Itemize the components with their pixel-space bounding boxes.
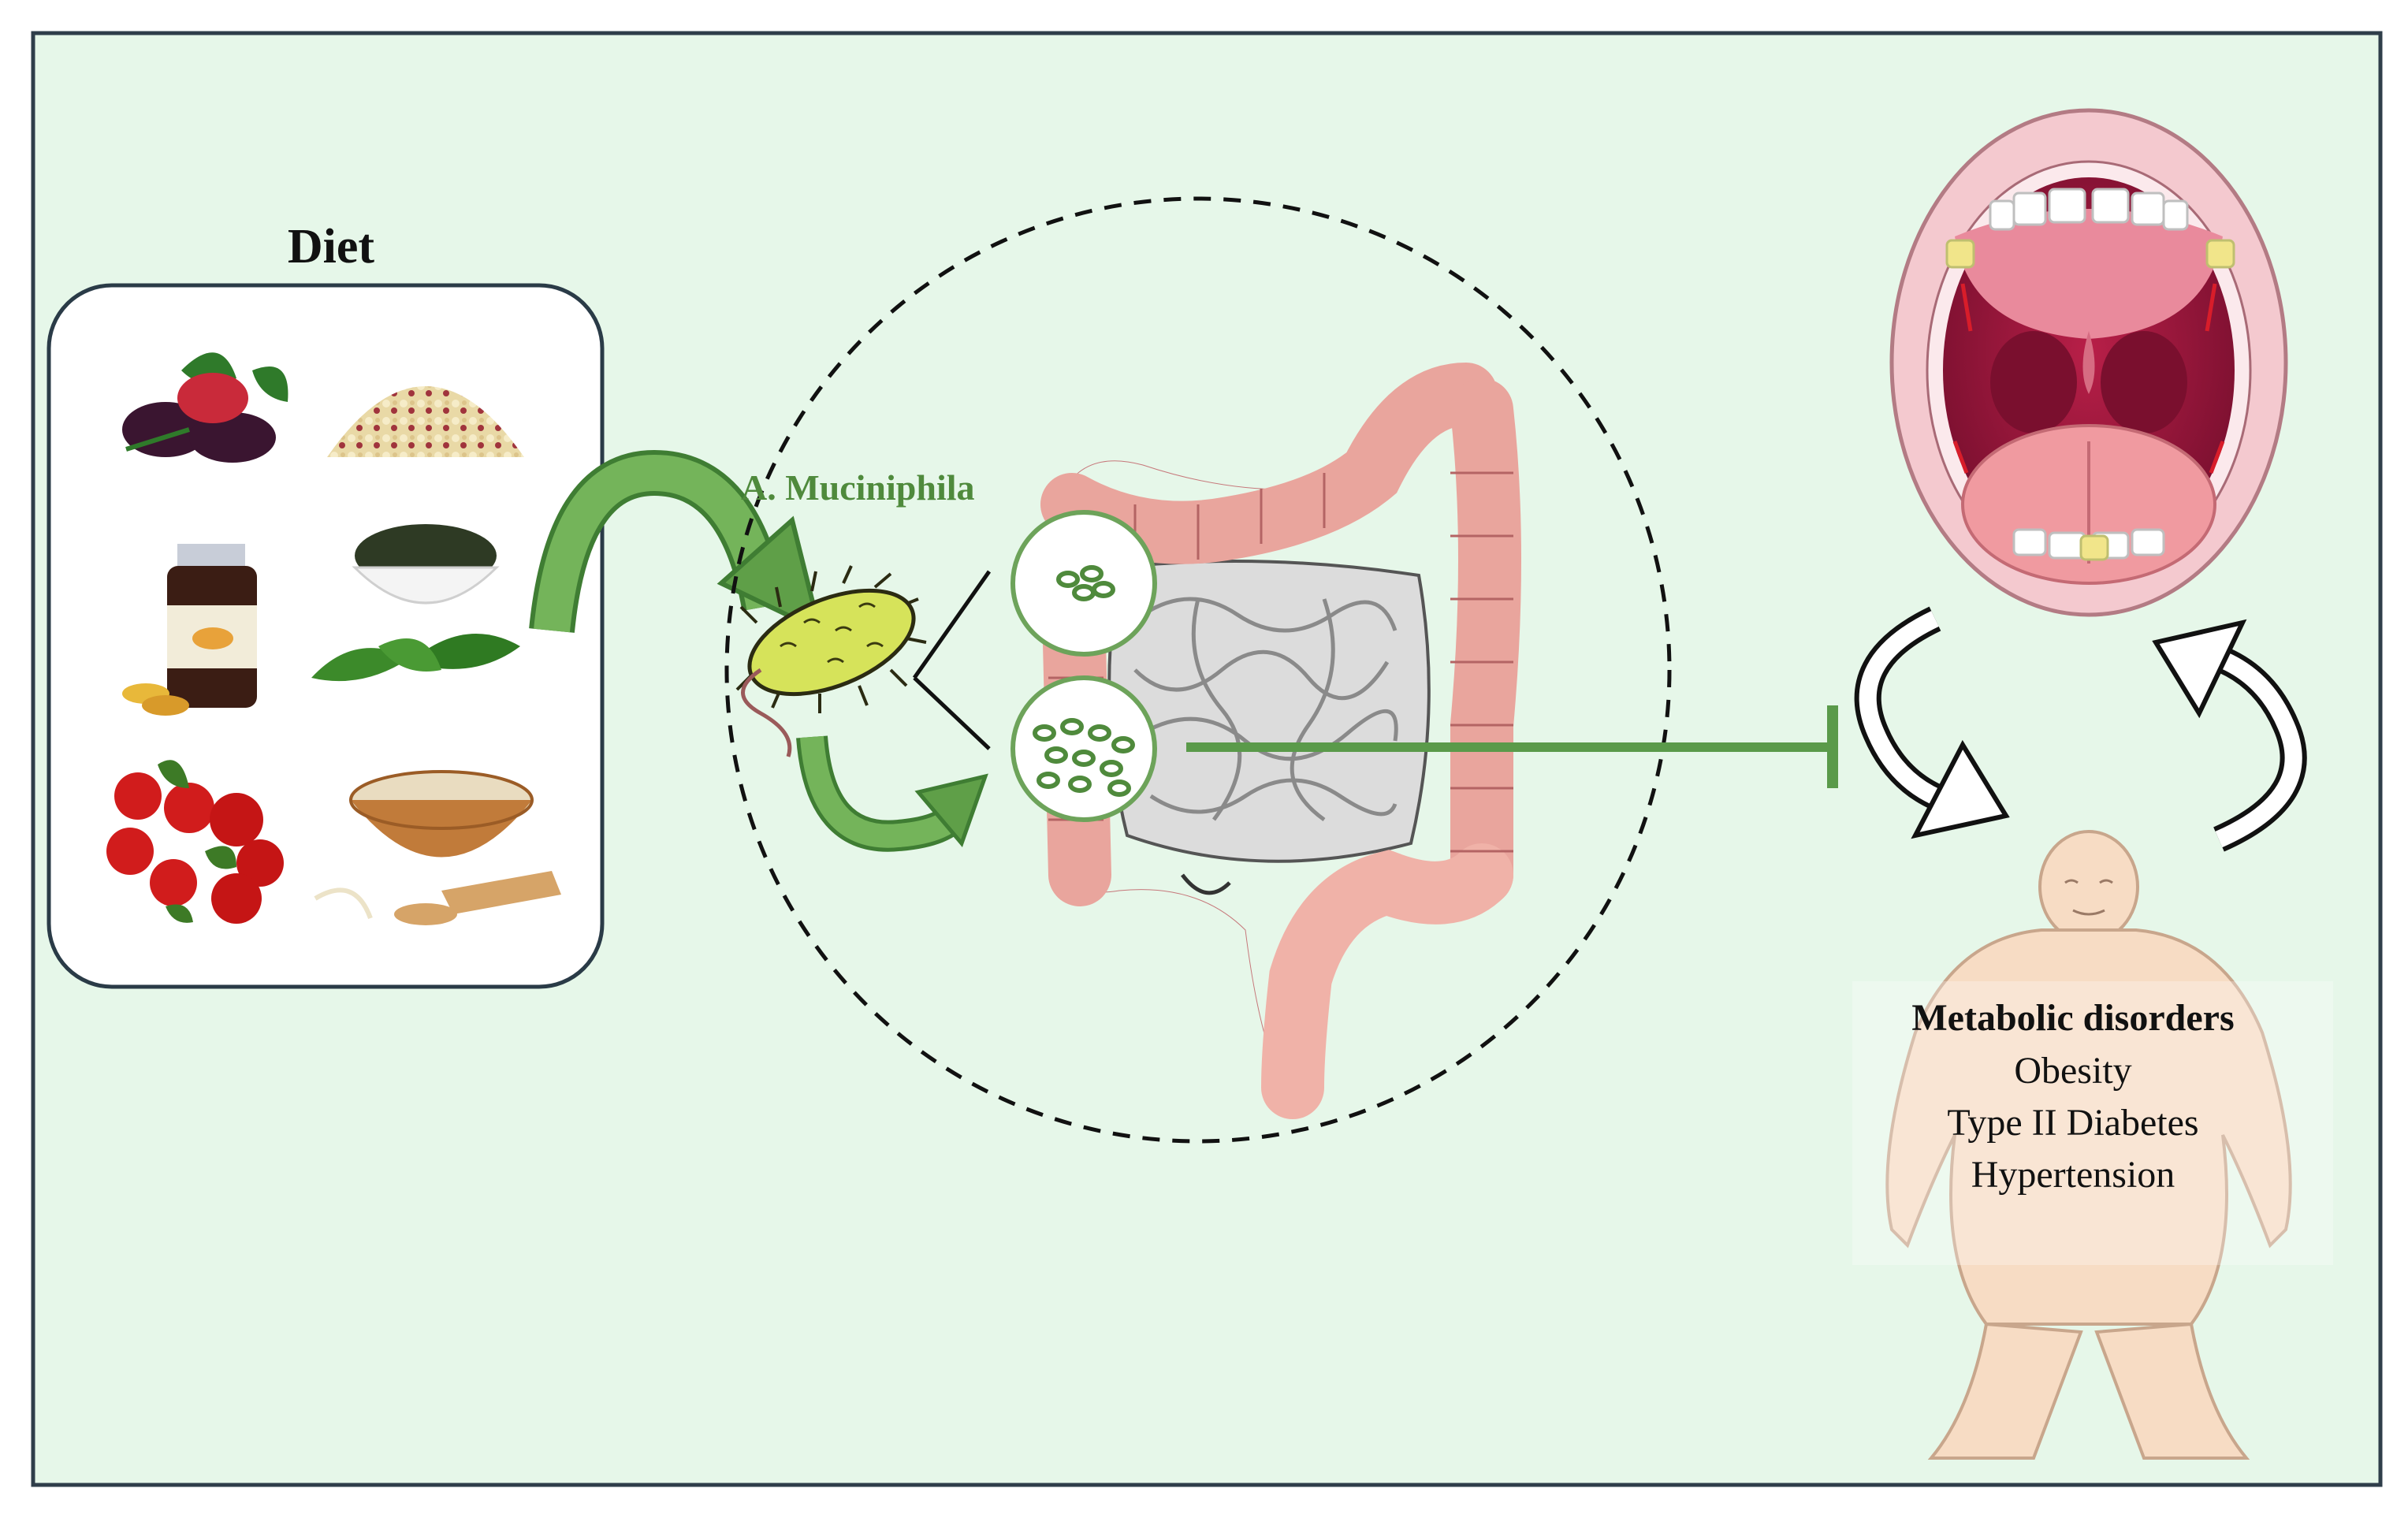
zoom-circle-lower <box>1010 675 1157 822</box>
mulberry-icon <box>122 352 288 463</box>
disorders-list: Metabolic disorders Obesity Type II Diab… <box>1813 992 2333 1201</box>
open-mouth-icon <box>1889 108 2288 617</box>
zoom-circle-upper <box>1010 510 1157 657</box>
berries-icon <box>106 760 284 924</box>
cycle-arrow-right <box>2152 619 2307 852</box>
diet-arrow <box>529 449 824 635</box>
inhibition-line <box>1186 705 1838 788</box>
diet-title: Diet <box>287 220 375 273</box>
oats-bowl-icon <box>314 770 561 925</box>
bacterium-label: A. Muciniphila <box>741 467 975 508</box>
supplement-bottle-icon <box>122 544 257 716</box>
tea-leaves-icon <box>311 524 520 682</box>
bacterium-icon <box>735 565 927 757</box>
grain-icon <box>327 386 524 457</box>
disorder-item: Type II Diabetes <box>1947 1102 2199 1144</box>
human-body-icon <box>1852 830 2333 1460</box>
disorder-item: Hypertension <box>1971 1154 2175 1196</box>
disorder-item: Obesity <box>2014 1050 2132 1092</box>
cycle-arrow-left <box>1854 606 2010 839</box>
gut-region-circle <box>724 196 1672 1144</box>
disorders-title: Metabolic disorders <box>1911 997 2235 1039</box>
bacterium-arrow <box>796 735 988 852</box>
